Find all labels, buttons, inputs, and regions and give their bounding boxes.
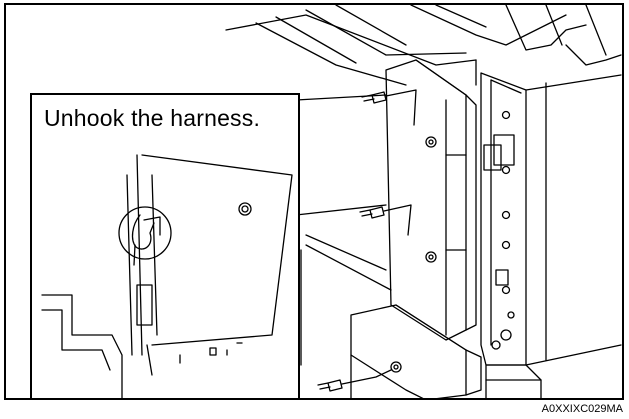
- harness-detail-inset: Unhook the harness.: [30, 93, 300, 398]
- figure-frame: Unhook the harness.: [4, 3, 624, 400]
- instruction-text: Unhook the harness.: [44, 105, 261, 131]
- figure-code: A0XXIXC029MA: [541, 403, 623, 415]
- machine-rear-drawing: [225, 5, 622, 398]
- harness-detail-drawing: [41, 154, 293, 398]
- screw-middle: [359, 204, 412, 236]
- screw-lower: [317, 369, 392, 392]
- screw-upper: [361, 89, 417, 126]
